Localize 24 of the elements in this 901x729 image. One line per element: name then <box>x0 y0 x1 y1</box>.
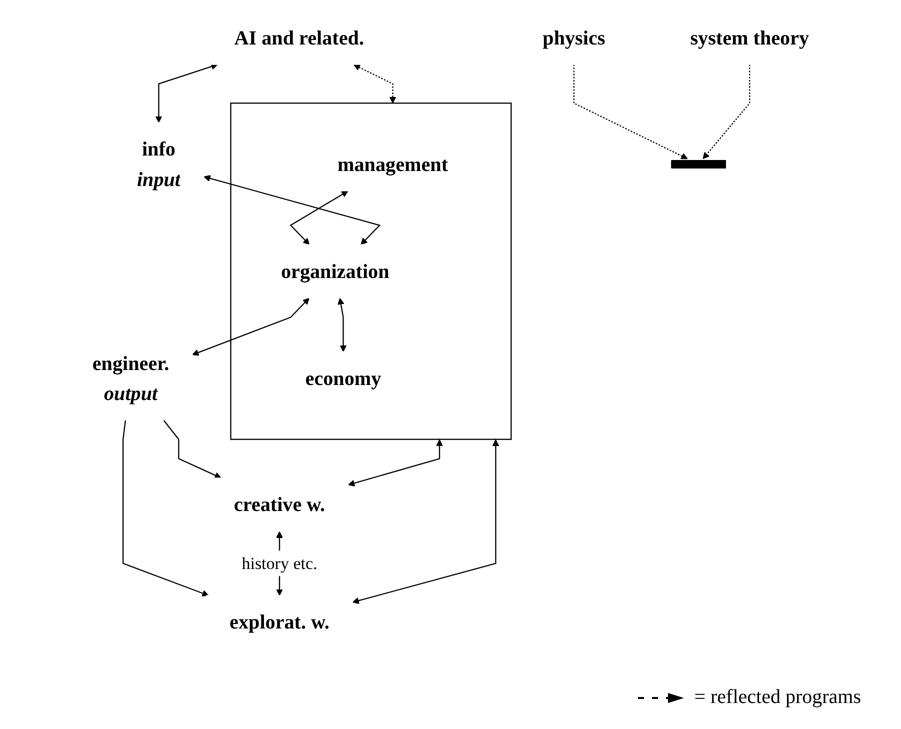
arrow <box>162 420 222 479</box>
arrow <box>290 190 348 245</box>
node-text: explorat. w. <box>229 610 330 634</box>
arrow <box>203 175 380 245</box>
arrow <box>337 298 346 352</box>
legend-text: = reflected programs <box>694 686 861 709</box>
arrow <box>348 439 443 486</box>
arrow <box>122 420 209 596</box>
node-text: economy <box>305 367 381 390</box>
arrow <box>573 64 688 160</box>
node-text: AI and related. <box>234 26 364 50</box>
node-text: physics <box>542 26 605 50</box>
node-text: creative w. <box>234 493 325 516</box>
edge-label: history etc. <box>242 554 318 574</box>
arrow <box>702 64 750 160</box>
arrow <box>155 63 218 123</box>
node-text: engineer. output <box>92 352 169 405</box>
node-text: organization <box>280 260 390 282</box>
cluster <box>230 102 512 440</box>
arrow <box>352 439 499 604</box>
node-text: management <box>337 153 448 176</box>
arrow <box>192 298 310 356</box>
node-text: system theory <box>690 26 809 50</box>
arrow <box>353 64 396 104</box>
